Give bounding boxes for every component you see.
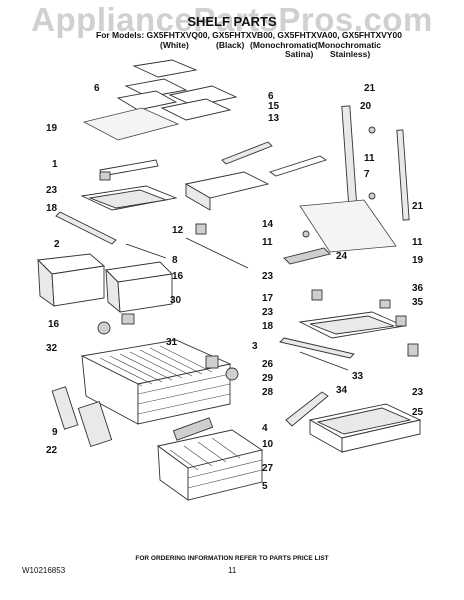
variant-satina-suffix: Satina) — [285, 49, 314, 59]
crisper-bin-right — [105, 261, 173, 314]
callout-6-right: 6 — [268, 91, 274, 102]
callout-23-mid: 23 — [262, 271, 274, 282]
freezer-basket-lower — [156, 429, 264, 501]
callout-36: 36 — [412, 283, 424, 294]
callout-24: 24 — [336, 251, 348, 262]
callout-25: 25 — [412, 407, 424, 418]
callout-23-lower: 23 — [262, 307, 274, 318]
models-line: For Models: GX5FHTXVQ00, GX5FHTXVB00, GX… — [96, 30, 402, 40]
callout-2: 2 — [54, 239, 60, 250]
clip-23 — [195, 223, 207, 235]
callout-27: 27 — [262, 463, 274, 474]
callout-30: 30 — [170, 295, 182, 306]
callout-29: 29 — [262, 373, 274, 384]
glass-shelf-left — [82, 107, 180, 141]
slide-rod — [185, 237, 249, 269]
callout-23-left: 23 — [46, 185, 58, 196]
callout-4: 4 — [262, 423, 268, 434]
callout-32: 32 — [46, 343, 58, 354]
callout-16-left: 16 — [48, 319, 60, 330]
callout-7: 7 — [364, 169, 370, 180]
trim-strip-26 — [279, 337, 355, 359]
bracket-30 — [121, 313, 135, 325]
screw-7 — [368, 192, 376, 200]
callout-15: 15 — [268, 101, 280, 112]
shelf-rail — [221, 141, 273, 165]
variant-stainless-suffix: Stainless) — [330, 49, 371, 59]
lower-right-shelf — [298, 299, 407, 339]
shelf-frame-left — [116, 59, 198, 111]
callout-33: 33 — [352, 371, 364, 382]
rod-33 — [299, 351, 349, 371]
callout-18-right: 18 — [262, 321, 274, 332]
bracket-24 — [283, 247, 331, 265]
page-title: SHELF PARTS — [187, 14, 277, 29]
basket-rail-9 — [51, 386, 79, 430]
callout-20: 20 — [360, 101, 372, 112]
callout-19-right: 19 — [412, 255, 424, 266]
shelf-frame-right — [160, 85, 238, 121]
callout-31: 31 — [166, 337, 178, 348]
callout-17: 17 — [262, 293, 274, 304]
watermark: AppliancePartsPros.com — [31, 1, 433, 38]
clip-29 — [205, 355, 219, 369]
callout-28: 28 — [262, 387, 274, 398]
callout-22: 22 — [46, 445, 58, 456]
callout-35: 35 — [412, 297, 424, 308]
variant-mono-satina: (Monochromatic — [250, 40, 317, 50]
callout-26: 26 — [262, 359, 274, 370]
callout-9: 9 — [52, 427, 58, 438]
clip-23c — [407, 343, 419, 357]
roller-32 — [97, 321, 111, 335]
clip-23b — [311, 289, 323, 301]
slide-bracket-4-10 — [172, 417, 214, 441]
deli-drawer — [184, 155, 328, 211]
pin-set — [125, 243, 167, 259]
callout-21-top: 21 — [364, 83, 376, 94]
freezer-basket-upper — [80, 339, 232, 425]
trim-strip — [55, 211, 117, 245]
variant-black: (Black) — [216, 40, 245, 50]
callout-18-left: 18 — [46, 203, 58, 214]
callout-19-left: 19 — [46, 123, 58, 134]
callout-3: 3 — [252, 341, 258, 352]
variant-mono-stainless: (Monochromatic — [315, 40, 382, 50]
callout-11-far-right: 11 — [412, 237, 423, 248]
callout-5: 5 — [262, 481, 268, 492]
ordering-note: FOR ORDERING INFORMATION REFER TO PARTS … — [135, 555, 329, 562]
handle-34 — [285, 391, 329, 427]
callout-14: 14 — [262, 219, 274, 230]
document-number: W10216853 — [22, 566, 66, 575]
page-number: 11 — [228, 566, 237, 575]
upper-right-rail-2 — [396, 129, 410, 221]
callout-11-right: 11 — [364, 153, 375, 164]
callout-21-right: 21 — [412, 201, 424, 212]
roller-28 — [225, 367, 239, 381]
callout-16-right: 16 — [172, 271, 184, 282]
variant-white: (White) — [160, 40, 189, 50]
slide-shelf-assembly — [80, 159, 178, 211]
crisper-bin-left — [37, 253, 106, 307]
basket-divider-22 — [77, 401, 113, 447]
callout-11-mid: 11 — [262, 237, 273, 248]
glass-shelf-right — [299, 199, 397, 253]
callout-10: 10 — [262, 439, 274, 450]
callout-13: 13 — [268, 113, 280, 124]
callout-12: 12 — [172, 225, 184, 236]
callout-23-right: 23 — [412, 387, 424, 398]
callout-34: 34 — [336, 385, 348, 396]
pantry-drawer — [308, 403, 422, 453]
callout-1: 1 — [52, 159, 58, 170]
screw-20 — [368, 126, 376, 134]
callout-6-left: 6 — [94, 83, 100, 94]
callout-8: 8 — [172, 255, 178, 266]
pin-11 — [302, 230, 310, 238]
